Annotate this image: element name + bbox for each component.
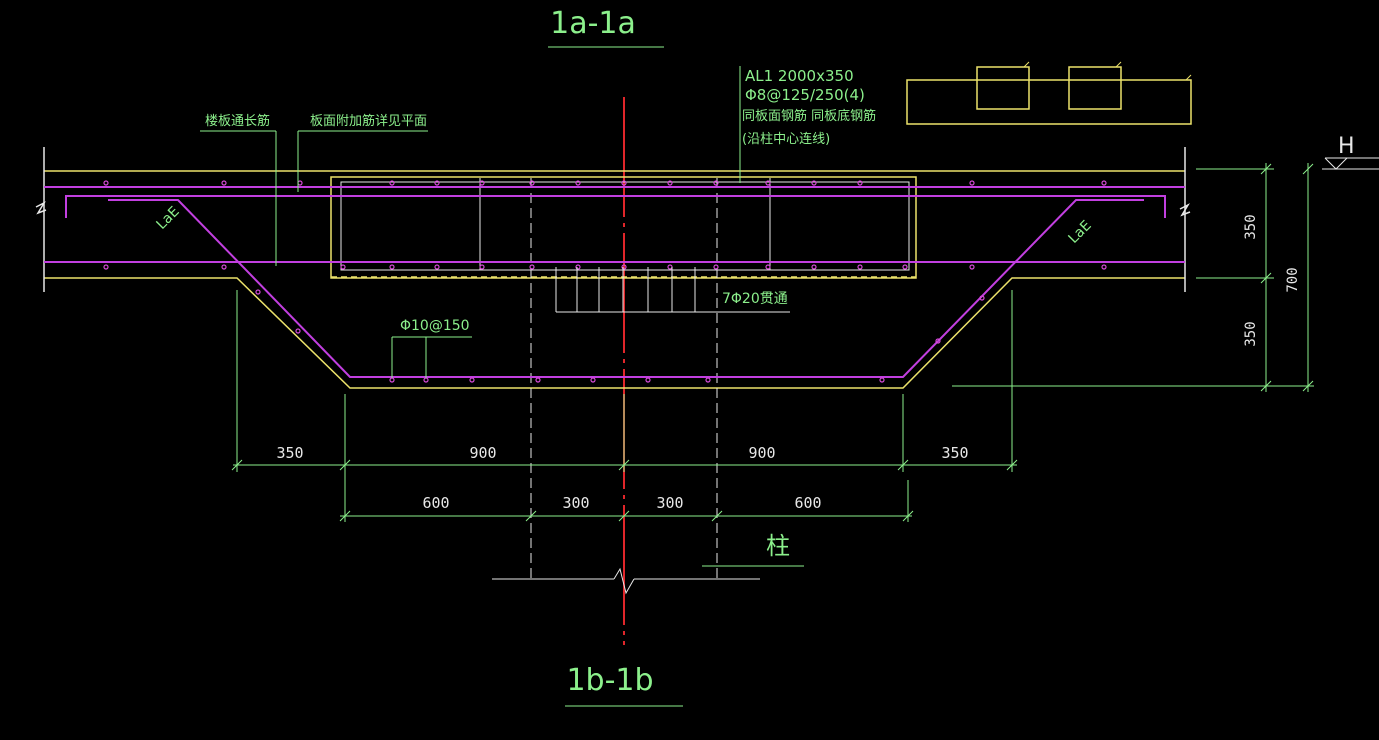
section-titles: 1a-1a 1b-1b xyxy=(548,6,683,707)
title-top: 1a-1a xyxy=(550,6,636,41)
label-slab-through-bar: 楼板通长筋 xyxy=(205,113,270,129)
rebar-dot xyxy=(713,180,719,186)
rebar-dot xyxy=(879,377,885,383)
rebar-dot xyxy=(479,264,485,270)
rebar-dot xyxy=(479,180,485,186)
rebar-dot xyxy=(434,180,440,186)
rebar-dot xyxy=(857,264,863,270)
dim-row2-1: 300 xyxy=(562,494,589,512)
rebar-dot xyxy=(645,377,651,383)
rebar-dot xyxy=(667,180,673,186)
rebar-dot xyxy=(811,180,817,186)
concrete-outline xyxy=(35,147,1191,389)
rebar-dot xyxy=(811,264,817,270)
rebar-dot xyxy=(423,377,429,383)
rebar-dot xyxy=(529,264,535,270)
dim-row2-0: 600 xyxy=(422,494,449,512)
label-beam-line3: 同板面钢筋 同板底钢筋 xyxy=(742,108,876,124)
rebar-dot xyxy=(575,264,581,270)
column-lines xyxy=(479,178,771,595)
rebar-dot xyxy=(590,377,596,383)
label-beam-line1: AL1 2000x350 xyxy=(745,67,854,85)
rebar-dot xyxy=(979,295,985,301)
label-beam-line2: Φ8@125/250(4) xyxy=(745,86,865,104)
rebar-dot xyxy=(621,180,627,186)
dim-row2-3: 600 xyxy=(794,494,821,512)
rebar-dot xyxy=(935,338,941,344)
rebar-dot xyxy=(765,180,771,186)
dim-vertical-total: 700 xyxy=(1285,267,1301,292)
rebar-dot xyxy=(340,264,346,270)
rebar-dot xyxy=(969,180,975,186)
rebar-dot xyxy=(705,377,711,383)
dim-vertical-bottom: 350 xyxy=(1243,321,1259,346)
horizontal-dimensions xyxy=(231,290,1018,567)
rebar-dot xyxy=(1101,264,1107,270)
dim-row1-0: 350 xyxy=(276,444,303,462)
leader-lines xyxy=(200,66,741,378)
label-stirrup: Φ10@150 xyxy=(400,318,470,334)
rebar-dot xyxy=(389,180,395,186)
rebar-dot xyxy=(621,264,627,270)
rebar-dot xyxy=(221,180,227,186)
dim-row1-1: 900 xyxy=(469,444,496,462)
label-through-bars: 7Φ20贯通 xyxy=(722,291,788,307)
rebar-dot xyxy=(857,180,863,186)
through-bar-ticks xyxy=(555,267,790,313)
rebar-dot xyxy=(469,377,475,383)
rebar-dot xyxy=(529,180,535,186)
rebar-dot xyxy=(434,264,440,270)
title-bottom: 1b-1b xyxy=(566,663,653,698)
dim-row1-2: 900 xyxy=(748,444,775,462)
rebar-dot xyxy=(295,328,301,334)
rebar-dot xyxy=(575,180,581,186)
dim-row1-3: 350 xyxy=(941,444,968,462)
dimension-row2: 600 300 300 600 xyxy=(422,494,821,512)
rebar-dot xyxy=(103,180,109,186)
rebar-dot xyxy=(1101,180,1107,186)
rebar-dot xyxy=(103,264,109,270)
dimension-row1: 350 900 900 350 xyxy=(276,444,968,462)
label-column: 柱 xyxy=(766,532,790,560)
rebar-dot xyxy=(297,180,303,186)
rebar-lines xyxy=(44,186,1185,378)
label-lae-right: LaE xyxy=(1066,218,1095,247)
rebar-dot xyxy=(969,264,975,270)
rebar-dot xyxy=(255,289,261,295)
rebar-dot xyxy=(765,264,771,270)
rebar-dot xyxy=(389,377,395,383)
dim-vertical-top: 350 xyxy=(1243,214,1259,239)
dim-row2-2: 300 xyxy=(656,494,683,512)
rebar-dot xyxy=(535,377,541,383)
rebar-dot xyxy=(667,264,673,270)
rebar-dot xyxy=(221,264,227,270)
label-slab-extra-bar: 板面附加筋详见平面 xyxy=(310,113,427,129)
mini-plan xyxy=(906,61,1192,125)
rebar-dot xyxy=(902,264,908,270)
rebar-dot xyxy=(389,264,395,270)
label-beam-line4: (沿柱中心连线) xyxy=(742,131,830,147)
rebar-dot xyxy=(713,264,719,270)
label-lae-left: LaE xyxy=(154,204,183,233)
elevation-marker xyxy=(1322,157,1379,170)
elevation-label: H xyxy=(1338,134,1355,159)
rebar-dots xyxy=(103,180,1107,383)
